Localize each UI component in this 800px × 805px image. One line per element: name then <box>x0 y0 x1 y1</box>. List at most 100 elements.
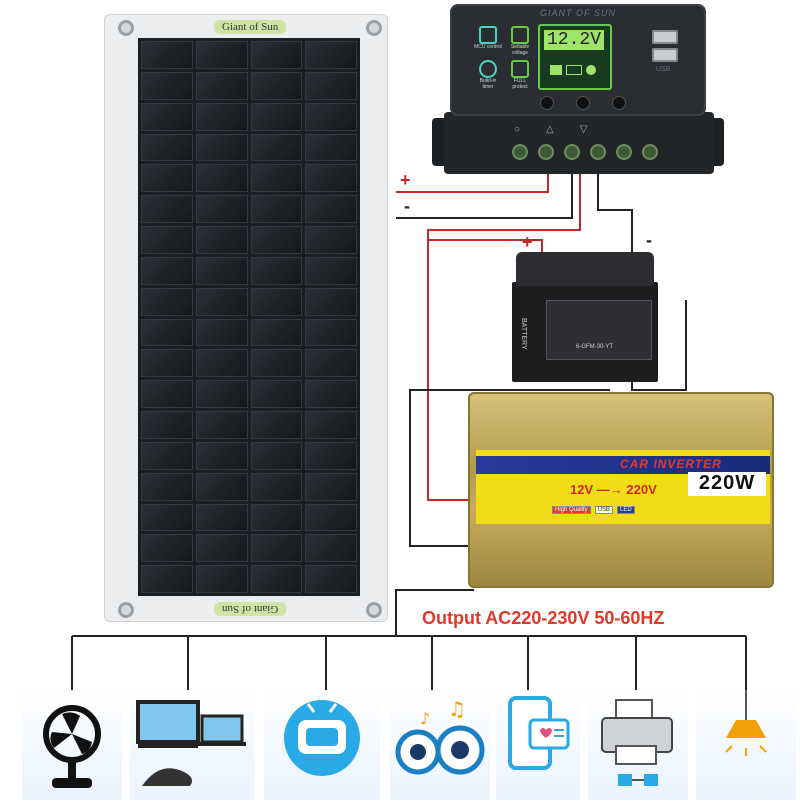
panel-symbol-icon: ○ <box>514 124 521 135</box>
solar-cell <box>305 256 357 285</box>
solar-cell <box>141 441 193 470</box>
solar-cell <box>195 565 248 593</box>
terminal-screw <box>538 144 554 160</box>
solar-cell <box>250 503 303 532</box>
solar-cell <box>141 256 193 285</box>
svg-text:♫: ♫ <box>448 697 466 721</box>
controller-brand: GIANT OF SUN <box>540 8 616 18</box>
battery-lid <box>516 252 654 286</box>
panel-brand-top: Giant of Sun <box>214 20 287 34</box>
controller-terminal-block <box>444 112 714 174</box>
solar-cell <box>195 164 248 193</box>
solar-cell <box>250 565 303 593</box>
solar-cell <box>195 133 248 162</box>
solar-cell <box>141 503 193 532</box>
solar-cell <box>250 318 303 347</box>
eyelet-icon <box>366 20 382 36</box>
controller-button-2[interactable] <box>576 96 590 110</box>
solar-cell <box>195 534 248 563</box>
battery-label <box>546 300 652 360</box>
solar-cell <box>141 133 193 162</box>
fan-icon <box>43 705 101 788</box>
solar-cell <box>141 226 193 254</box>
solar-cell <box>195 287 248 316</box>
inverter-features: High Quality USB LED <box>552 506 635 514</box>
clock-icon: Build-in timer <box>474 60 502 90</box>
settings-icon: Settable voltage <box>506 26 534 56</box>
battery-status-icon <box>566 65 582 75</box>
solar-cell <box>305 133 357 162</box>
solar-cell <box>305 380 357 408</box>
battery-symbol-icon: △ <box>546 124 554 135</box>
panel-negative-wire <box>396 160 573 219</box>
terminal-screw <box>512 144 528 160</box>
solar-cell <box>195 472 248 501</box>
solar-cell <box>305 472 357 501</box>
inverter-voltage: 12V —→ 220V <box>570 482 657 497</box>
eyelet-icon <box>118 602 134 618</box>
solar-cell <box>305 411 357 439</box>
solar-cell <box>195 441 248 470</box>
battery-positive-wire <box>427 160 581 501</box>
solar-cell <box>195 41 248 69</box>
solar-cell <box>305 195 357 223</box>
battery-minus-sign: - <box>646 230 652 250</box>
device-card <box>496 690 580 800</box>
solar-cell <box>250 71 303 100</box>
solar-cell <box>195 195 248 223</box>
lock-icon: FULL protect <box>506 60 534 90</box>
controller-button-3[interactable] <box>612 96 626 110</box>
solar-cell <box>250 102 303 131</box>
mcu-control-icon: MCU control <box>474 26 502 56</box>
battery-plus-sign: + <box>522 232 533 252</box>
device-card <box>22 690 122 800</box>
usb-port-1 <box>652 30 678 44</box>
controller-button-1[interactable] <box>540 96 554 110</box>
solar-cell <box>141 565 193 593</box>
lamp-icon <box>725 690 767 756</box>
solar-cell <box>195 256 248 285</box>
voltage-from: 12V <box>570 482 594 497</box>
solar-cell <box>141 71 193 100</box>
solar-cell <box>250 380 303 408</box>
terminal-screw <box>564 144 580 160</box>
solar-cell <box>305 441 357 470</box>
output-label: Output AC220-230V 50-60HZ <box>422 608 665 628</box>
arrow-right-icon: —→ <box>596 482 623 497</box>
solar-cell <box>141 411 193 439</box>
solar-cell <box>250 349 303 378</box>
device-card <box>130 690 254 800</box>
lcd-status-icons <box>548 58 598 82</box>
battery-brand: BATTERY <box>520 318 527 350</box>
panel-minus-sign: - <box>404 196 410 216</box>
usb-port-2 <box>652 48 678 62</box>
solar-cell <box>141 534 193 563</box>
feature-chip: LED <box>617 506 635 514</box>
device-card <box>696 690 796 800</box>
solar-cell <box>195 71 248 100</box>
solar-cell <box>250 256 303 285</box>
solar-cell <box>195 349 248 378</box>
solar-cell <box>141 287 193 316</box>
solar-cell <box>141 380 193 408</box>
svg-text:♪: ♪ <box>420 709 430 728</box>
feature-chip: High Quality <box>552 506 591 514</box>
solar-cell <box>305 226 357 254</box>
usb-label: USB <box>656 66 671 73</box>
solar-cell <box>250 164 303 193</box>
inverter-title-band <box>476 456 770 474</box>
solar-cell <box>141 195 193 223</box>
solar-cell <box>250 287 303 316</box>
solar-cell <box>250 534 303 563</box>
inverter-power: 220W <box>688 472 766 496</box>
eyelet-icon <box>366 602 382 618</box>
solar-cell <box>250 226 303 254</box>
speaker-icon: ♫ ♪ <box>395 697 485 775</box>
solar-cell <box>305 565 357 593</box>
tv-icon <box>284 700 360 776</box>
eyelet-icon <box>118 20 134 36</box>
solar-cell <box>250 133 303 162</box>
device-card <box>588 690 688 800</box>
solar-cell <box>305 41 357 69</box>
controller-terminals <box>512 144 658 160</box>
